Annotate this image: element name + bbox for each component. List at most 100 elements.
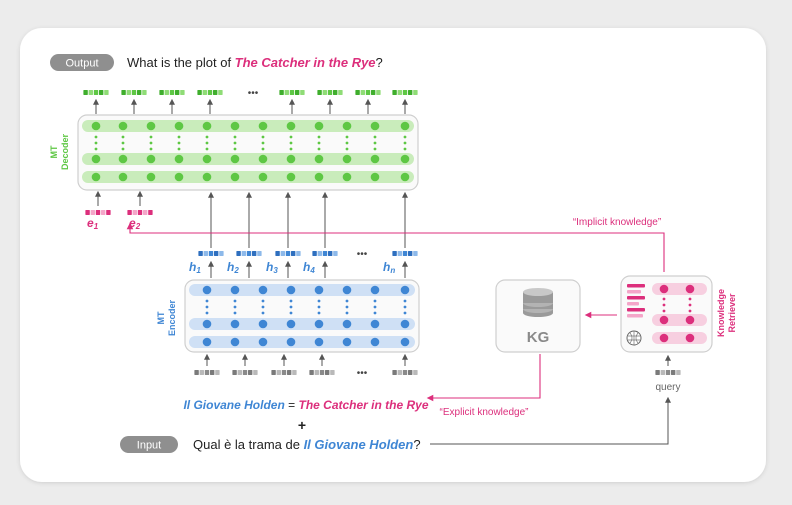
decoder-node bbox=[174, 121, 184, 131]
retriever-dot bbox=[688, 297, 692, 301]
output-prefix: What is the plot of bbox=[127, 55, 235, 70]
token-cell bbox=[83, 90, 88, 95]
token-cell bbox=[137, 210, 143, 215]
explicit-knowledge-label: “Explicit knowledge” bbox=[440, 407, 529, 418]
token-cell bbox=[236, 251, 241, 256]
encoder-dot bbox=[205, 305, 209, 309]
entity-label-sub: 1 bbox=[94, 222, 99, 231]
query-token bbox=[655, 370, 681, 375]
token-cell bbox=[280, 251, 285, 256]
decoder-node bbox=[230, 154, 240, 164]
encoder-dot bbox=[317, 299, 321, 303]
alignment-line: Il Giovane Holden = The Catcher in the R… bbox=[183, 398, 428, 412]
decoder-node bbox=[202, 154, 212, 164]
decoder-output-token bbox=[279, 90, 305, 95]
token-cell bbox=[285, 251, 291, 256]
implicit-knowledge-label: “Implicit knowledge” bbox=[573, 217, 661, 228]
output-chip-label: Output bbox=[65, 58, 98, 70]
token-cell bbox=[413, 370, 418, 375]
token-cell bbox=[292, 370, 297, 375]
decoder-dot bbox=[345, 135, 349, 139]
token-cell bbox=[242, 370, 248, 375]
input-suffix: ? bbox=[413, 437, 420, 452]
decoder-output-token bbox=[83, 90, 109, 95]
encoder-node bbox=[202, 319, 212, 329]
retriever-node bbox=[685, 315, 695, 325]
decoder-node bbox=[400, 172, 410, 182]
token-cell bbox=[237, 370, 242, 375]
token-cell bbox=[360, 90, 365, 95]
encoder-dot bbox=[373, 305, 377, 309]
hidden-label-letter: h bbox=[189, 260, 196, 274]
decoder-output-token bbox=[317, 90, 343, 95]
token-cell bbox=[281, 370, 287, 375]
token-cell bbox=[397, 370, 402, 375]
decoder-dot bbox=[94, 135, 98, 139]
retriever-dot bbox=[688, 303, 692, 307]
encoder-to-decoder-arrows bbox=[208, 191, 408, 248]
query: query bbox=[655, 370, 681, 393]
token-cell bbox=[402, 370, 408, 375]
input-to-query-arrow bbox=[430, 396, 671, 445]
token-cell bbox=[202, 90, 207, 95]
retriever-node bbox=[659, 315, 669, 325]
token-cell bbox=[408, 370, 413, 375]
token-cell bbox=[291, 251, 296, 256]
token-cell bbox=[101, 210, 106, 215]
token-cell bbox=[148, 210, 153, 215]
token-cell bbox=[215, 370, 220, 375]
hidden-label-sub: 2 bbox=[233, 266, 239, 275]
entity-token bbox=[127, 210, 153, 215]
retriever-label-line2: Retriever bbox=[727, 293, 737, 333]
token-cell bbox=[338, 90, 343, 95]
hidden-state-label: h4 bbox=[303, 260, 315, 275]
decoder-dot bbox=[373, 147, 377, 151]
encoder-label-line2: Encoder bbox=[167, 300, 177, 337]
input-title: Il Giovane Holden bbox=[304, 437, 414, 452]
token-cell bbox=[208, 251, 214, 256]
output-chip bbox=[50, 54, 114, 71]
decoder-dot bbox=[261, 141, 265, 145]
token-cell bbox=[665, 370, 671, 375]
output-sentence: What is the plot of The Catcher in the R… bbox=[127, 55, 383, 70]
token-cell bbox=[93, 90, 99, 95]
entity-token bbox=[85, 210, 111, 215]
token-cell bbox=[660, 370, 665, 375]
encoder-dot bbox=[233, 305, 237, 309]
encoder-node bbox=[400, 337, 410, 347]
encoder-dot bbox=[317, 305, 321, 309]
decoder-dot bbox=[289, 135, 293, 139]
encoder-node bbox=[314, 319, 324, 329]
decoder-dot bbox=[261, 147, 265, 151]
token-cell bbox=[210, 370, 215, 375]
decoder-node bbox=[314, 172, 324, 182]
output-title: The Catcher in the Rye bbox=[235, 55, 376, 70]
database-icon bbox=[523, 288, 553, 317]
encoder-input-ellipsis: ••• bbox=[357, 368, 368, 379]
encoder-dot bbox=[233, 299, 237, 303]
decoder-node bbox=[174, 154, 184, 164]
token-cell bbox=[300, 90, 305, 95]
decoder-dot bbox=[289, 147, 293, 151]
decoder-node bbox=[230, 121, 240, 131]
token-cell bbox=[199, 370, 204, 375]
token-cell bbox=[275, 251, 280, 256]
decoder-dot bbox=[177, 135, 181, 139]
hidden-label-letter: h bbox=[303, 260, 310, 274]
hidden-label-sub: 4 bbox=[309, 266, 315, 275]
encoder-node bbox=[230, 319, 240, 329]
decoder-dot bbox=[403, 141, 407, 145]
input-chip-label: Input bbox=[137, 440, 161, 452]
token-cell bbox=[121, 90, 126, 95]
token-cell bbox=[137, 90, 142, 95]
wikipedia-icon bbox=[626, 330, 642, 346]
encoder-input-token bbox=[232, 370, 258, 375]
token-cell bbox=[296, 251, 301, 256]
token-cell bbox=[127, 210, 132, 215]
encoder-dot bbox=[205, 299, 209, 303]
encoder-dot bbox=[345, 305, 349, 309]
decoder-output-token bbox=[197, 90, 223, 95]
decoder-dot bbox=[403, 135, 407, 139]
token-cell bbox=[392, 370, 397, 375]
hidden-state-label: h3 bbox=[266, 260, 278, 275]
